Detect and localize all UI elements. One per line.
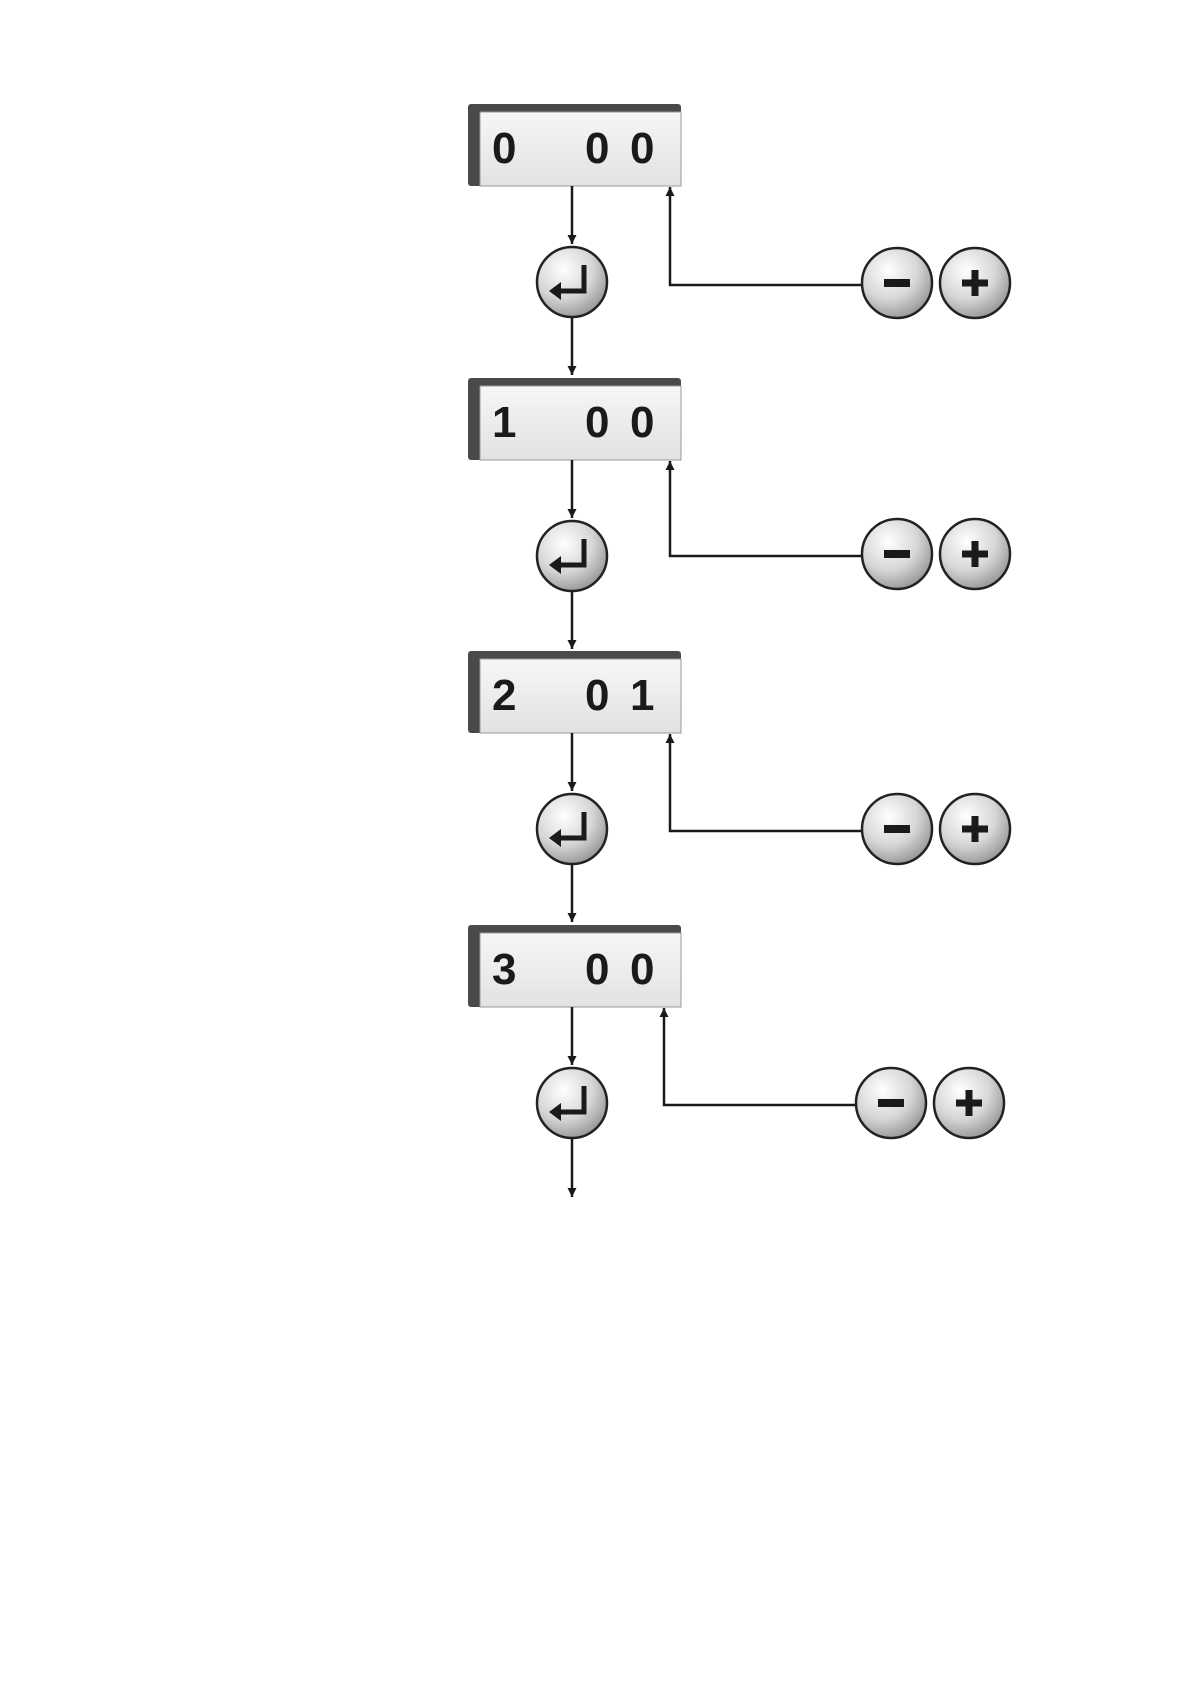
enter-button[interactable] xyxy=(537,247,607,317)
display-digit-left: 1 xyxy=(492,398,516,447)
display-panel-0: 0 0 0 xyxy=(468,104,681,186)
display-panel-2: 2 0 1 xyxy=(468,651,681,733)
plus-button[interactable] xyxy=(940,248,1010,318)
enter-button[interactable] xyxy=(537,521,607,591)
display-digit-mid: 0 xyxy=(585,671,609,720)
step-3: 3 0 0 xyxy=(468,925,1004,1197)
display-digit-mid: 0 xyxy=(585,124,609,173)
display-digit-right: 0 xyxy=(630,945,654,994)
minus-icon xyxy=(884,279,910,287)
plus-button[interactable] xyxy=(940,794,1010,864)
minus-button[interactable] xyxy=(862,794,932,864)
display-digit-left: 2 xyxy=(492,671,516,720)
plus-button[interactable] xyxy=(940,519,1010,589)
minus-icon xyxy=(884,550,910,558)
minus-icon xyxy=(884,825,910,833)
display-digit-left: 3 xyxy=(492,945,516,994)
display-digit-mid: 0 xyxy=(585,398,609,447)
minus-button[interactable] xyxy=(856,1068,926,1138)
display-digit-right: 0 xyxy=(630,398,654,447)
display-panel-1: 1 0 0 xyxy=(468,378,681,460)
adjust-arrow xyxy=(670,734,862,831)
display-panel-3: 3 0 0 xyxy=(468,925,681,1007)
display-digit-right: 1 xyxy=(630,671,654,720)
minus-button[interactable] xyxy=(862,248,932,318)
adjust-arrow xyxy=(670,461,862,556)
display-digit-mid: 0 xyxy=(585,945,609,994)
display-digit-left: 0 xyxy=(492,124,516,173)
plus-button[interactable] xyxy=(934,1068,1004,1138)
display-digit-right: 0 xyxy=(630,124,654,173)
minus-icon xyxy=(878,1099,904,1107)
step-1: 1 0 0 xyxy=(468,378,1010,649)
enter-button[interactable] xyxy=(537,794,607,864)
adjust-arrow xyxy=(670,187,862,285)
step-0: 0 0 0 xyxy=(468,104,1010,375)
enter-button[interactable] xyxy=(537,1068,607,1138)
minus-button[interactable] xyxy=(862,519,932,589)
adjust-arrow xyxy=(664,1008,856,1105)
step-2: 2 0 1 xyxy=(468,651,1010,922)
